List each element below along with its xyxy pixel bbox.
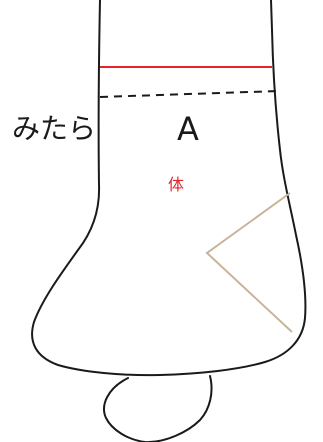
kanji-label: 体 <box>168 175 184 194</box>
toe-flap-outline <box>103 375 213 442</box>
dart-wedge <box>205 192 293 333</box>
dashed-line <box>99 90 280 98</box>
letter-a-label: A <box>177 110 199 148</box>
side-text-label: みたら <box>12 112 96 145</box>
pattern-outline <box>31 0 307 377</box>
